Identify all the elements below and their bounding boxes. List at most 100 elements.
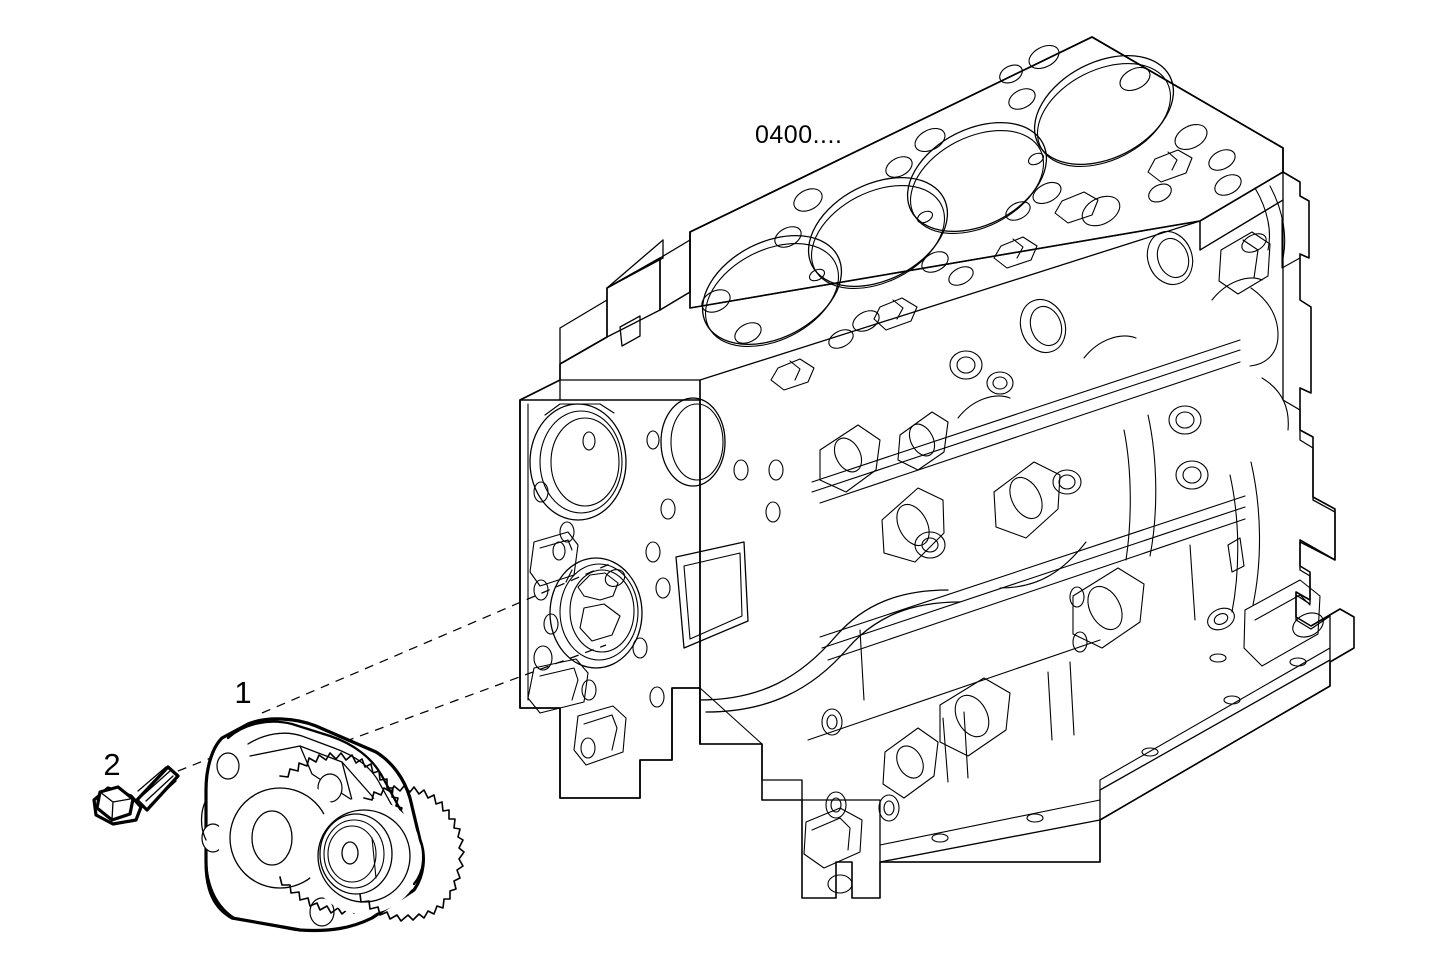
vert-rib [963,711,969,779]
deck-left-tab [619,315,641,347]
front-liner-bore [660,397,726,487]
front-bolt-hole [582,431,596,451]
rib-boss-hole [908,423,936,457]
coolant-passage [993,236,1038,269]
front-liner-bore-inner [670,403,724,481]
cylinder-bore-1 [701,234,843,346]
rib-boss-hole [833,437,863,473]
lifter-bore-inner [1182,466,1202,484]
side-face-vertical-ribs [859,414,1261,783]
cylinder-bore-4-inner [1036,63,1172,167]
band-sep [1083,335,1137,359]
crankcase-ribs [819,411,1145,757]
upper-boss-curve [1254,187,1271,251]
head-bolt-hole [774,226,802,248]
crank-bore-mid [539,410,623,514]
oil-pan-rail [879,659,1331,863]
lifter-bore-inner [956,356,976,374]
coolant-passage [1147,149,1193,183]
oil-pump-mounting-bore [549,557,643,669]
head-bolt-hole [885,156,913,178]
crankcase-rib-boss [939,677,1011,757]
front-face-bolt-holes [533,430,784,759]
skirt-curve-right [999,541,1087,589]
front-recess [573,705,627,766]
side-rail [827,518,1246,661]
head-bolt-hole [1005,201,1031,221]
mount-tab [1227,537,1245,573]
lifter-bore [986,371,1014,395]
pan-bolt-hole [1141,747,1159,757]
vert-rib [1047,671,1053,741]
bolt-thread [149,780,177,806]
rib-boss-small-hole [1069,586,1085,608]
mount-pad-edge [1254,594,1311,621]
coolant-passage [873,297,918,331]
head-bolt-hole [1174,123,1208,151]
block-lower-diag [699,687,763,745]
crankcase-rib-boss [1072,567,1145,649]
deck-drain-hole [916,210,934,224]
drive-gear-hub-mid [323,819,385,889]
bolt-threads [137,766,177,806]
callout-1: 1 [234,675,251,710]
head-bolt-hole [914,127,946,153]
bottom-hole [827,874,853,894]
front-bolt-hole [645,541,661,563]
pan-bolt-hole [931,833,949,843]
head-bolt-hole [999,64,1023,84]
front-bolt-hole [655,577,671,599]
lower-boss-hole [896,745,924,779]
lower-boss [882,727,939,799]
drive-gear-tooth-path [359,785,465,922]
front-recess-edge [539,539,573,551]
skirt-curve-lower [705,601,961,713]
crankcase-bosses-upper [914,230,1209,559]
front-bolt-hole [768,459,784,481]
side-rail [811,349,1241,493]
front-left-edge [519,399,561,709]
upper-boss-curve [1261,377,1289,431]
front-bolt-hole [765,501,781,523]
coolant-passage [770,358,815,391]
cylinder-bore-3-inner [909,130,1045,234]
cylinder-bore-2 [807,176,949,288]
lifter-bore-inner [1175,411,1195,429]
cylinder-bore-3 [906,121,1048,233]
crankcase-rib-boss [993,461,1061,539]
upper-boss-corner [1281,217,1301,269]
lower-bolt-hole-inner [1213,613,1229,625]
lower-bolt-hole-inner [830,797,842,813]
drive-gear-hub-inner [327,825,377,883]
upper-boss-curve [1269,185,1286,263]
deck-left-step-edge [606,257,664,289]
bolt-hex-head [95,785,135,822]
block-rib-window [675,541,749,649]
block-lower-step [761,743,803,801]
pump-lower-leader [329,644,607,748]
front-bolt-hole [632,637,648,659]
deck-right-edge [1199,171,1284,222]
pump-bolt-hole-upper-left [216,752,240,780]
vert-rib [1250,461,1261,606]
right-mount-pads [1227,537,1324,667]
lower-bolt-hole [825,791,847,819]
cylinder-bore-2-inner [810,185,946,289]
pan-bolt-hole [1209,653,1227,663]
crankcase-rib-boss [881,487,945,563]
head-bolt-hole [1008,88,1036,110]
mounting-bolt [92,765,180,826]
cylinder-bore-4 [1033,54,1175,166]
front-recess-edge [583,714,618,751]
lower-bolt-hole [821,708,843,736]
mount-pad [1243,579,1321,667]
group-label: 0400.... [755,121,842,149]
band-sep [957,395,1011,419]
driven-gear-bore [251,810,293,866]
head-bolt-hole [1028,44,1060,70]
pan-rail-bolt-holes [931,653,1307,843]
lifter-bore [1168,405,1202,435]
callout-2: 2 [103,747,120,782]
front-recess-edge [539,667,579,701]
